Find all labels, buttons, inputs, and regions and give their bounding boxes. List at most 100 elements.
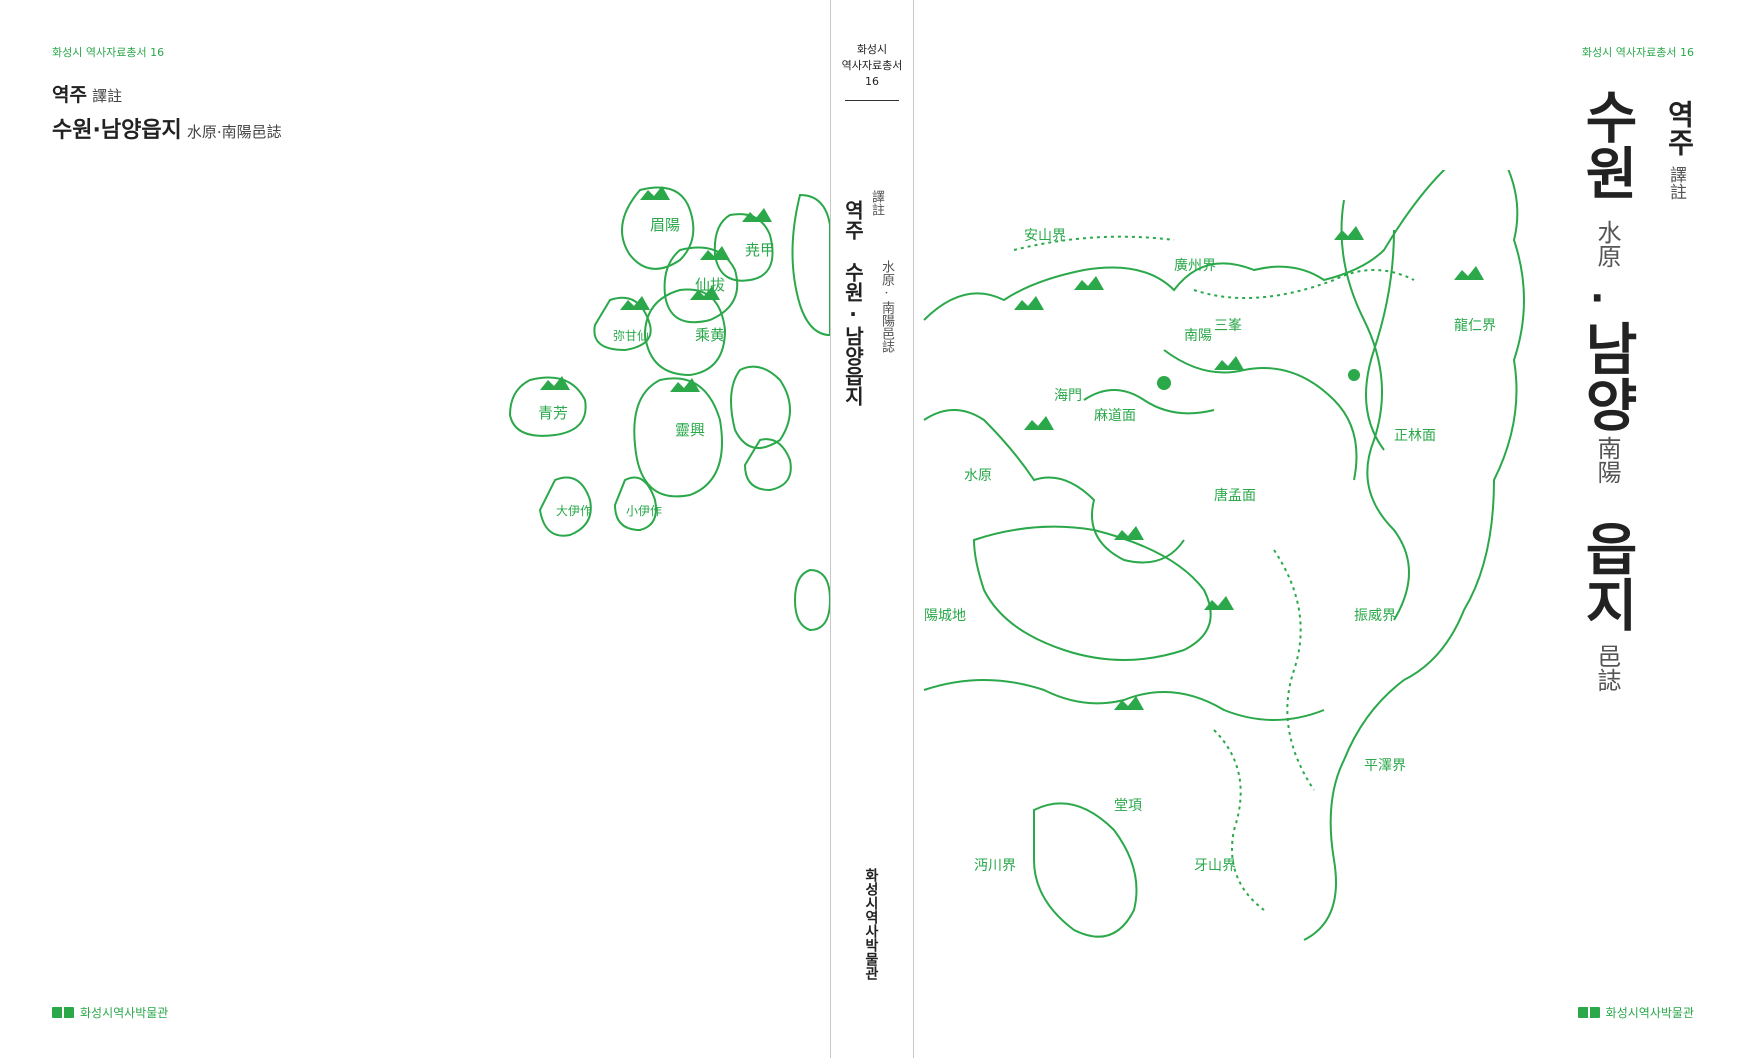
mountain-icon [620, 296, 650, 310]
back-annotation-ko: 역주 [52, 84, 87, 106]
coastline [923, 409, 1185, 564]
spine-publisher: 화성시역사박물관 [863, 868, 879, 980]
coastline [923, 170, 1525, 941]
back-series-label: 화성시 역사자료총서 16 [52, 46, 165, 59]
place-label: 海門 [1054, 388, 1082, 404]
mountain-icon [1214, 356, 1244, 370]
back-title-ko: 수원·남양읍지 [52, 118, 182, 143]
county-seat-marker [1157, 376, 1171, 390]
border-label: 龍仁界 [1454, 317, 1496, 334]
museum-logo-icon [52, 1007, 74, 1018]
place-label: 唐孟面 [1214, 487, 1256, 504]
island-label: 仙拔 [695, 276, 725, 294]
mountain-icon [700, 246, 730, 260]
place-label: 三峯 [1214, 318, 1242, 334]
mountain-icon [742, 208, 772, 222]
front-title-separator: · [1590, 276, 1605, 320]
island-outline [793, 568, 830, 632]
river [1083, 389, 1215, 415]
island-outline [613, 476, 657, 532]
coastline [972, 525, 1212, 661]
back-title: 수원·남양읍지 水原·南陽邑誌 [52, 112, 282, 144]
mountain-icon [1024, 416, 1054, 430]
island-label: 小伊作 [626, 504, 662, 518]
river [1163, 349, 1358, 481]
mountain-icon [1334, 226, 1364, 240]
river [1340, 199, 1410, 621]
island-outline [508, 376, 587, 437]
spine-series: 화성시 역사자료총서 16 [831, 42, 913, 90]
coastline [923, 679, 1325, 721]
spine-series-line: 역사자료총서 [841, 59, 903, 72]
island-outline [538, 476, 592, 537]
border-label: 平澤界 [1364, 758, 1406, 774]
back-annotation-hanja: 譯註 [92, 87, 123, 105]
island-outline [643, 288, 727, 377]
mountain-icon [540, 376, 570, 390]
spine-title-hanja: 水原·南陽邑誌 [879, 260, 894, 353]
front-series-label: 화성시 역사자료총서 16 [1581, 46, 1694, 59]
spine: 화성시 역사자료총서 16 譯註 역주 水原·南陽邑誌 수원·남양읍지 화성시역… [830, 0, 914, 1058]
island-outline [621, 186, 695, 270]
border [1193, 269, 1415, 299]
place-label: 正林面 [1394, 428, 1436, 444]
front-publisher: 화성시역사박물관 [1577, 1004, 1694, 1021]
back-publisher-name: 화성시역사박물관 [80, 1006, 169, 1020]
front-title-part1-ko: 수원 [1574, 88, 1639, 200]
border-label: 沔川界 [974, 858, 1016, 874]
mountain-icon [1074, 276, 1104, 290]
back-map-islands: 眉陽 尭甲 仙拔 乘黄 靈興 青芳 大伊作 小伊作 弥甘仙 [508, 186, 830, 632]
mountain-icon [1114, 696, 1144, 710]
place-label: 堂項 [1114, 798, 1142, 814]
island-outline [593, 296, 652, 352]
spine-annotation-ko: 역주 [841, 200, 865, 240]
county-seat-marker [1348, 369, 1360, 381]
front-title-part1-hanja: 水原 [1593, 220, 1621, 268]
border-label: 陽城地 [924, 608, 966, 624]
mountain-icon [640, 186, 670, 200]
border-label: 安山界 [1024, 228, 1066, 244]
mountain-icon [690, 286, 720, 300]
front-map: 安山界 廣州界 龍仁界 振威界 平澤界 陽城地 牙山界 沔川界 水原 南陽 海門… [923, 170, 1525, 941]
front-title-part2-ko: 남양 [1574, 320, 1639, 432]
island-label: 乘黄 [695, 326, 725, 344]
front-title-part2-hanja: 南陽 [1593, 436, 1621, 484]
border-label: 廣州界 [1174, 257, 1216, 274]
border [1273, 549, 1315, 791]
front-annotation-hanja: 譯註 [1666, 166, 1686, 200]
museum-logo-icon [1577, 1007, 1600, 1018]
island-label: 眉陽 [650, 216, 680, 234]
spine-divider [845, 100, 899, 101]
island-outline [730, 365, 791, 449]
spine-series-line: 16 [865, 75, 879, 88]
island-outline [713, 213, 774, 282]
front-publisher-name: 화성시역사박물관 [1605, 1006, 1694, 1020]
spine-annotation-hanja: 譯註 [869, 190, 884, 216]
mountain-icon [1204, 596, 1234, 610]
front-annotation-ko: 역주 [1663, 100, 1696, 156]
front-title-part3-hanja: 邑誌 [1593, 644, 1621, 692]
island-label: 弥甘仙 [613, 328, 649, 343]
front-cover: 화성시 역사자료총서 16 [914, 0, 1746, 1058]
spine-title-ko: 수원·남양읍지 [841, 262, 865, 406]
mountain-icon [1114, 526, 1144, 540]
mountain-icon [1014, 296, 1044, 310]
border-label: 牙山界 [1194, 858, 1236, 874]
place-label: 水原 [964, 468, 992, 484]
back-title-hanja: 水原·南陽邑誌 [186, 123, 282, 141]
back-publisher: 화성시역사박물관 [52, 1004, 168, 1021]
island-label: 尭甲 [745, 241, 775, 259]
island-label: 青芳 [538, 404, 568, 422]
back-cover: 화성시 역사자료총서 16 역주 譯註 수원·남양읍지 水原·南陽邑誌 [0, 0, 830, 1058]
mountain-icon [670, 378, 700, 392]
place-label: 麻道面 [1094, 408, 1136, 424]
front-title-part3-ko: 읍지 [1574, 520, 1639, 632]
river [1365, 229, 1395, 451]
place-label: 南陽 [1184, 328, 1212, 344]
border-label: 振威界 [1354, 608, 1396, 624]
island-outline [791, 193, 830, 337]
mountain-icon [1454, 266, 1484, 280]
border [1013, 235, 1175, 251]
island-label: 靈興 [675, 421, 705, 439]
back-annotation: 역주 譯註 [52, 80, 122, 107]
